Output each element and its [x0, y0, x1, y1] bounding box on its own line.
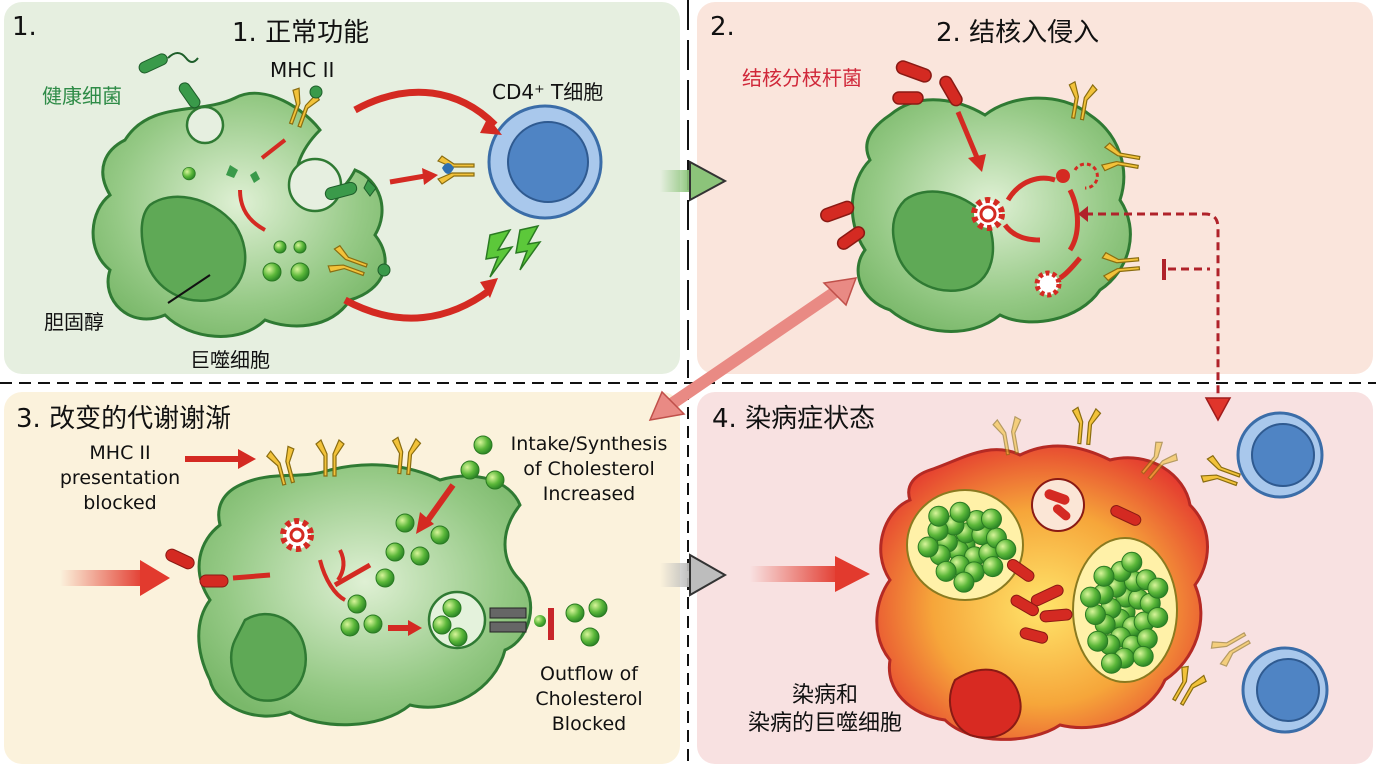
gear-p3 — [280, 518, 314, 552]
label-outflow-blocked: Outflow of Cholesterol Blocked — [522, 662, 656, 737]
lipid-droplet — [982, 556, 1004, 578]
panel-3-title: 3. 改变的代谢谢渐 — [16, 404, 232, 434]
panel-2-title: 2. 结核入侵入 — [936, 18, 1100, 48]
lipid-droplet — [995, 538, 1017, 560]
lipid-droplet — [1147, 577, 1169, 599]
mhc2-receptors-p1 — [281, 85, 475, 284]
entry-arrow-p4 — [750, 556, 870, 592]
label-line: blocked — [83, 492, 157, 514]
lipid-droplet — [1100, 652, 1122, 674]
lipid-droplet — [1084, 604, 1106, 626]
label-mhc2: MHC II — [270, 58, 335, 82]
healthy-bacteria — [138, 52, 377, 201]
double-arrow-2-3 — [648, 277, 858, 421]
lipid-droplet — [1093, 565, 1115, 587]
label-cd4-tcell: CD4⁺ T细胞 — [492, 80, 604, 104]
mtb-entering-p3 — [165, 548, 229, 588]
tcell-p4-top — [1236, 411, 1324, 499]
label-line: Intake/Synthesis — [510, 433, 668, 455]
phagosome — [185, 105, 225, 145]
tcell-p1 — [487, 104, 603, 220]
label-line: Cholesterol — [535, 688, 643, 710]
panel-2-number: 2. — [710, 12, 735, 42]
label-line: Outflow of — [540, 663, 638, 685]
entry-arrow-p3 — [60, 560, 170, 596]
mtb-in-phagosome — [1031, 478, 1085, 532]
lipid-droplet — [1080, 586, 1102, 608]
lipid-droplet — [928, 505, 950, 527]
panel-1-title: 1. 正常功能 — [232, 18, 370, 48]
arrows-p1 — [238, 88, 502, 322]
cholesterol-pointer — [167, 274, 211, 304]
label-line: MHC II — [89, 442, 151, 464]
lightning-signals — [485, 224, 542, 278]
label-line: of Cholesterol — [523, 458, 655, 480]
mtb-bacteria — [820, 60, 963, 250]
lipid-droplet — [1087, 630, 1109, 652]
lipid-droplet — [980, 508, 1002, 530]
label-mtb: 结核分枝杆菌 — [742, 66, 862, 90]
macrophage-altered — [197, 463, 533, 727]
lipid-droplet — [917, 536, 939, 558]
label-line: 染病和 — [791, 683, 858, 708]
label-line: Blocked — [551, 713, 627, 735]
inhibition-path — [1078, 206, 1232, 422]
tcell-p4-bottom — [1241, 646, 1329, 734]
label-line: presentation — [59, 467, 181, 489]
panel-1-number: 1. — [12, 12, 37, 42]
lipid-droplet — [1121, 551, 1143, 573]
arrow-3-to-4 — [660, 553, 728, 597]
efflux-channel — [489, 607, 554, 640]
label-infected-macrophage: 染病和 染病的巨噬细胞 — [720, 682, 930, 738]
mtb-cytosol — [1006, 505, 1142, 644]
label-intake-synthesis: Intake/Synthesis of Cholesterol Increase… — [500, 432, 678, 507]
lipid-droplet — [935, 560, 957, 582]
label-mhc2-blocked: MHC II presentation blocked — [50, 441, 190, 516]
label-line: Increased — [542, 483, 636, 505]
label-line: 染病的巨噬细胞 — [747, 711, 902, 736]
lipid-droplet — [1132, 645, 1154, 667]
lipid-droplet — [953, 571, 975, 593]
gears — [971, 162, 1099, 298]
label-macrophage: 巨噬细胞 — [190, 348, 270, 372]
label-cholesterol: 胆固醇 — [44, 310, 104, 334]
arrows-p2 — [955, 111, 1082, 281]
nucleus — [140, 195, 247, 303]
lipid-droplet — [1147, 606, 1169, 628]
lipid-droplet — [1136, 628, 1158, 650]
lipid-droplets — [917, 501, 1169, 674]
macrophage-normal — [91, 91, 387, 338]
label-healthy-bacteria: 健康细菌 — [42, 84, 122, 108]
lipid-droplet — [949, 501, 971, 523]
arrow-1-to-2 — [660, 160, 728, 202]
arrows-p3 — [185, 449, 456, 636]
panel-4-title: 4. 染病症状态 — [712, 404, 876, 434]
cholesterol-droplets — [182, 166, 310, 282]
